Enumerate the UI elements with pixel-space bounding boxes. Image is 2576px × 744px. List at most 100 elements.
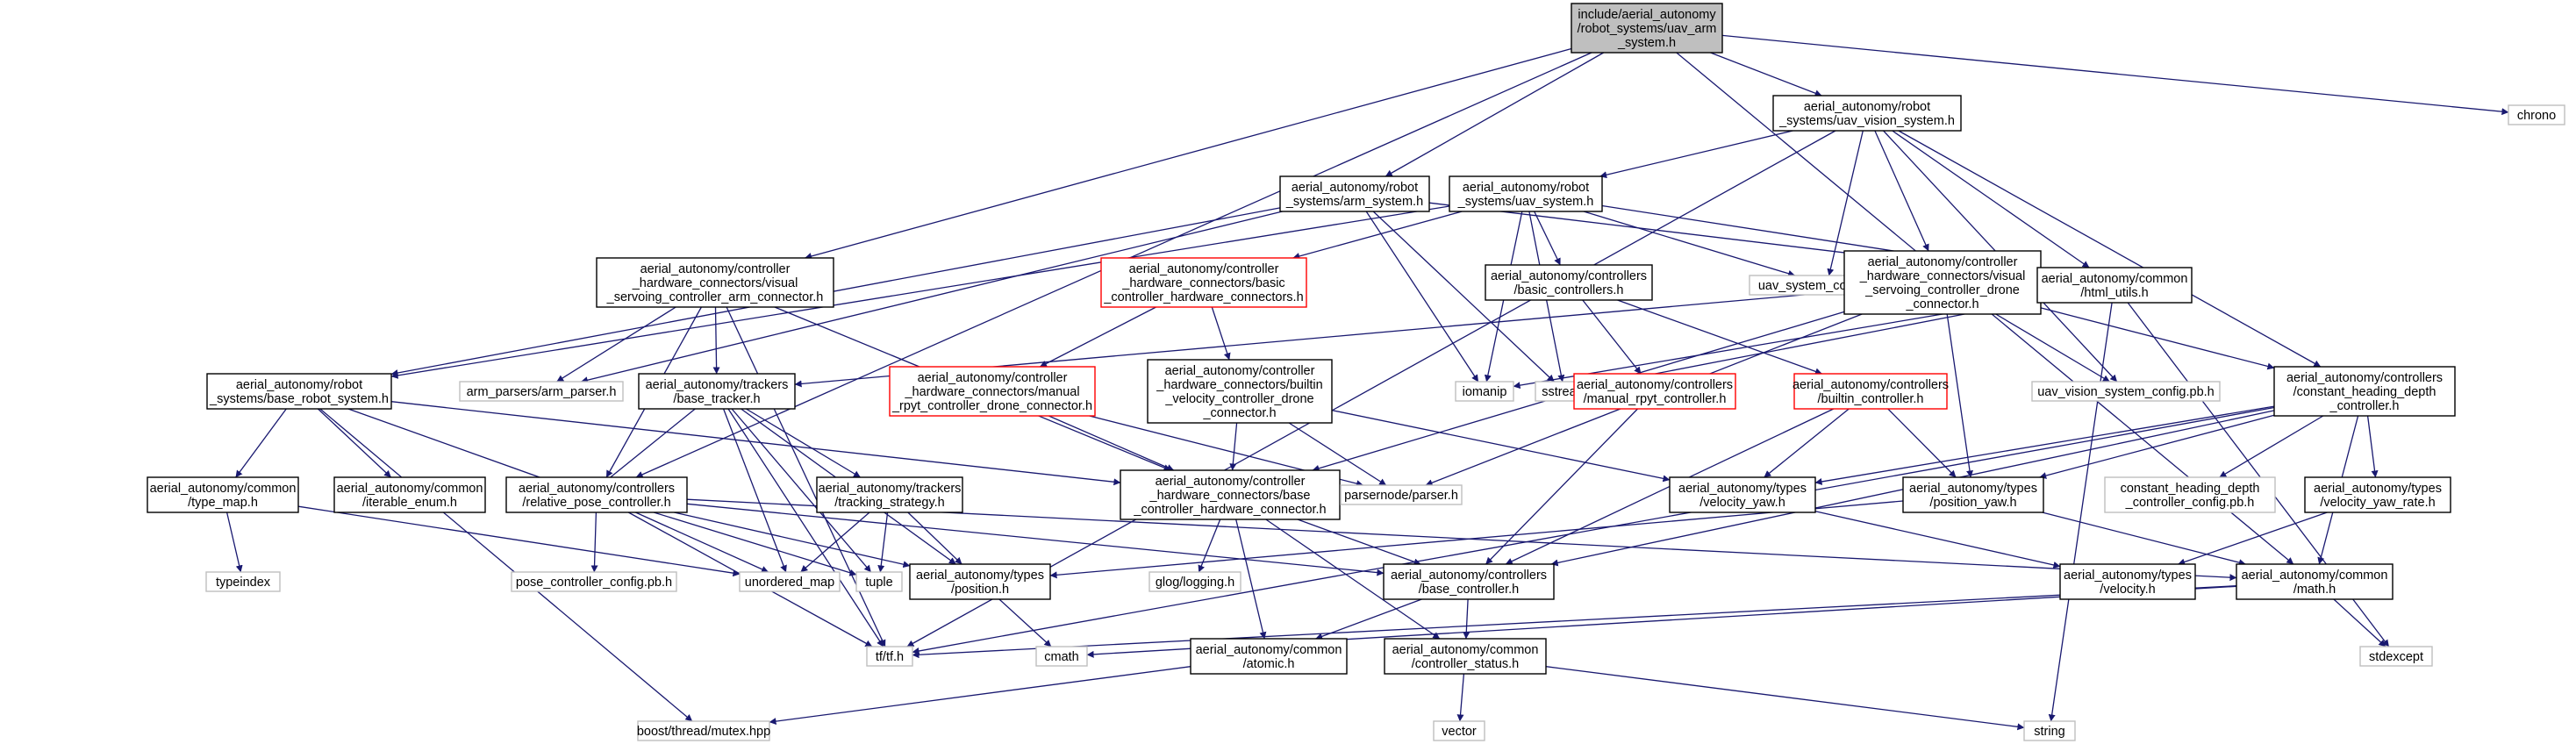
node-unordered-map: unordered_map [739,571,841,592]
node-math[interactable]: aerial_autonomy/common/math.h [2236,563,2394,600]
edge-html_utils-to-string [2048,302,2113,722]
node-base-ctrl[interactable]: aerial_autonomy/controllers/base_control… [1383,563,1555,600]
node-box [638,373,796,410]
node-boost-mutex: boost/thread/mutex.hpp [637,720,770,741]
edge-uav_system-to-basic_ctrl [1534,211,1561,266]
node-vel-yaw-rate[interactable]: aerial_autonomy/types/velocity_yaw_rate.… [2304,476,2451,513]
edge-manual_rpyt_conn-to-base_hw_conn [1048,415,1175,471]
edge-uav_vision-to-tf [906,130,1836,647]
node-base-tracker[interactable]: aerial_autonomy/trackers/base_tracker.h [638,373,796,410]
node-base-robot[interactable]: aerial_autonomy/robot_systems/base_robot… [206,373,392,410]
node-html-utils[interactable]: aerial_autonomy/common/html_utils.h [2036,267,2193,304]
node-label-line: _hardware_connectors/manual [904,385,1079,399]
edge-base_robot-to-memory [347,408,562,487]
node-manual-rpyt[interactable]: aerial_autonomy/controllers/manual_rpyt_… [1573,373,1736,410]
edge-builtin_vel_conn-to-velocity_yaw [1331,409,1671,483]
node-label-line: pose_controller_config.pb.h [516,576,672,590]
edge-base_tracker-to-unordered_map [722,408,787,573]
node-label-line: tf/tf.h [876,650,904,664]
node-box [1120,469,1341,520]
node-arm-system[interactable]: aerial_autonomy/robot_systems/arm_system… [1279,175,1430,212]
edge-uav_system-to-base_robot [390,205,1450,379]
node-box [2273,366,2456,417]
node-box [1147,359,1333,424]
edge-rel_pose-to-unordered_map [635,512,769,573]
node-type-map[interactable]: aerial_autonomy/common/type_map.h [147,476,299,513]
node-base-hw-conn[interactable]: aerial_autonomy/controller_hardware_conn… [1120,469,1341,520]
node-ctrl-status[interactable]: aerial_autonomy/common/controller_status… [1384,638,1547,675]
node-label-line: aerial_autonomy/robot [1804,100,1930,114]
node-box [1190,638,1348,675]
node-label-line: /controller_status.h [1412,657,1520,671]
node-builtin-ctrl[interactable]: aerial_autonomy/controllers/builtin_cont… [1792,373,1949,410]
node-box [2023,720,2076,741]
node-label-line: uav_vision_system_config.pb.h [2037,385,2215,399]
node-vs-arm[interactable]: aerial_autonomy/controller_hardware_conn… [596,257,834,308]
node-label-line: /position.h [951,583,1009,597]
node-atomic[interactable]: aerial_autonomy/common/atomic.h [1190,638,1348,675]
node-position[interactable]: aerial_autonomy/types/position.h [909,563,1051,600]
node-label-line: unordered_map [745,576,834,590]
node-const-heading[interactable]: aerial_autonomy/controllers/constant_hea… [2273,366,2456,417]
node-parsernode: parsernode/parser.h [1340,484,1463,505]
edge-base_tracker-to-memory [600,408,696,486]
edge-position_yaw-to-math [2042,512,2246,567]
node-box [1843,250,2042,315]
edge-vs_drone-to-uav_vis_cfg [1995,313,2110,383]
node-label-line: /iterable_enum.h [362,496,457,510]
node-label-line: aerial_autonomy/common [1196,643,1342,657]
edge-type_map-to-typeindex [225,512,243,573]
node-box [1571,3,1723,54]
node-label-line: _hardware_connectors/basic [1121,276,1284,290]
node-label-line: aerial_autonomy/robot [1292,181,1418,195]
node-glog: glog/logging.h [1148,571,1241,592]
node-label-line: parsernode/parser.h [1344,489,1458,503]
edge-uav_arm-to-chrono [1721,34,2509,116]
node-label-line: _rpyt_controller_drone_connector.h [891,399,1092,413]
node-box [2104,476,2276,513]
edge-base_tracker-to-tf [727,408,884,647]
node-label-line: _hardware_connectors/builtin [1156,378,1322,392]
node-label-line: _controller_config.pb.h [2125,496,2255,510]
node-label-line: aerial_autonomy/controllers [1792,378,1949,392]
edge-base_hw_conn-to-ctrl_status [1265,519,1441,640]
node-label-line: /basic_controllers.h [1514,283,1624,297]
node-box [1902,476,2044,513]
edge-uav_vision-to-vs_drone [1874,130,1929,252]
node-arm-parser: arm_parsers/arm_parser.h [459,381,624,402]
node-tracking-strategy[interactable]: aerial_autonomy/trackers/tracking_strate… [816,476,963,513]
node-box [1340,484,1463,505]
node-manual-rpyt-conn[interactable]: aerial_autonomy/controller_hardware_conn… [889,366,1096,417]
node-pose-cfg: pose_controller_config.pb.h [511,571,677,592]
node-position-yaw[interactable]: aerial_autonomy/types/position_yaw.h [1902,476,2044,513]
node-box [505,476,688,513]
node-uav-vision[interactable]: aerial_autonomy/robot_systems/uav_vision… [1772,95,1962,132]
node-vs-drone[interactable]: aerial_autonomy/controller_hardware_conn… [1843,250,2042,315]
node-label-line: _systems/arm_system.h [1285,195,1423,209]
node-label-line: /atomic.h [1243,657,1295,671]
node-label-line: _servoing_controller_arm_connector.h [606,290,824,304]
edge-uav_arm-to-arm_system [1385,52,1605,177]
node-uav-arm[interactable]: include/aerial_autonomy/robot_systems/ua… [1571,3,1723,54]
node-box [333,476,486,513]
node-velocity-yaw[interactable]: aerial_autonomy/types/velocity_yaw.h [1669,476,1816,513]
node-label-line: /velocity_yaw_rate.h [2320,496,2435,510]
node-basic-ctrl[interactable]: aerial_autonomy/controllers/basic_contro… [1485,264,1653,301]
node-box [1455,381,1514,402]
node-vector: vector [1433,720,1485,741]
edge-base_robot-to-iterable_enum [317,408,392,478]
node-iomanip: iomanip [1455,381,1514,402]
node-velocity[interactable]: aerial_autonomy/types/velocity.h [2059,563,2196,600]
node-box [2036,267,2193,304]
node-label-line: string [2034,725,2064,739]
node-rel-pose[interactable]: aerial_autonomy/controllers/relative_pos… [505,476,688,513]
node-uav-system[interactable]: aerial_autonomy/robot_systems/uav_system… [1449,175,1603,212]
node-builtin-vel-conn[interactable]: aerial_autonomy/controller_hardware_conn… [1147,359,1333,424]
node-box [909,563,1051,600]
edge-builtin_ctrl-to-position_yaw [1887,408,1957,478]
node-box [2059,563,2196,600]
node-iterable-enum[interactable]: aerial_autonomy/common/iterable_enum.h [333,476,486,513]
node-label-line: /base_controller.h [1419,583,1519,597]
edge-base_robot-to-boost_mutex [319,408,693,722]
node-basic-hw[interactable]: aerial_autonomy/controller_hardware_conn… [1100,257,1307,308]
